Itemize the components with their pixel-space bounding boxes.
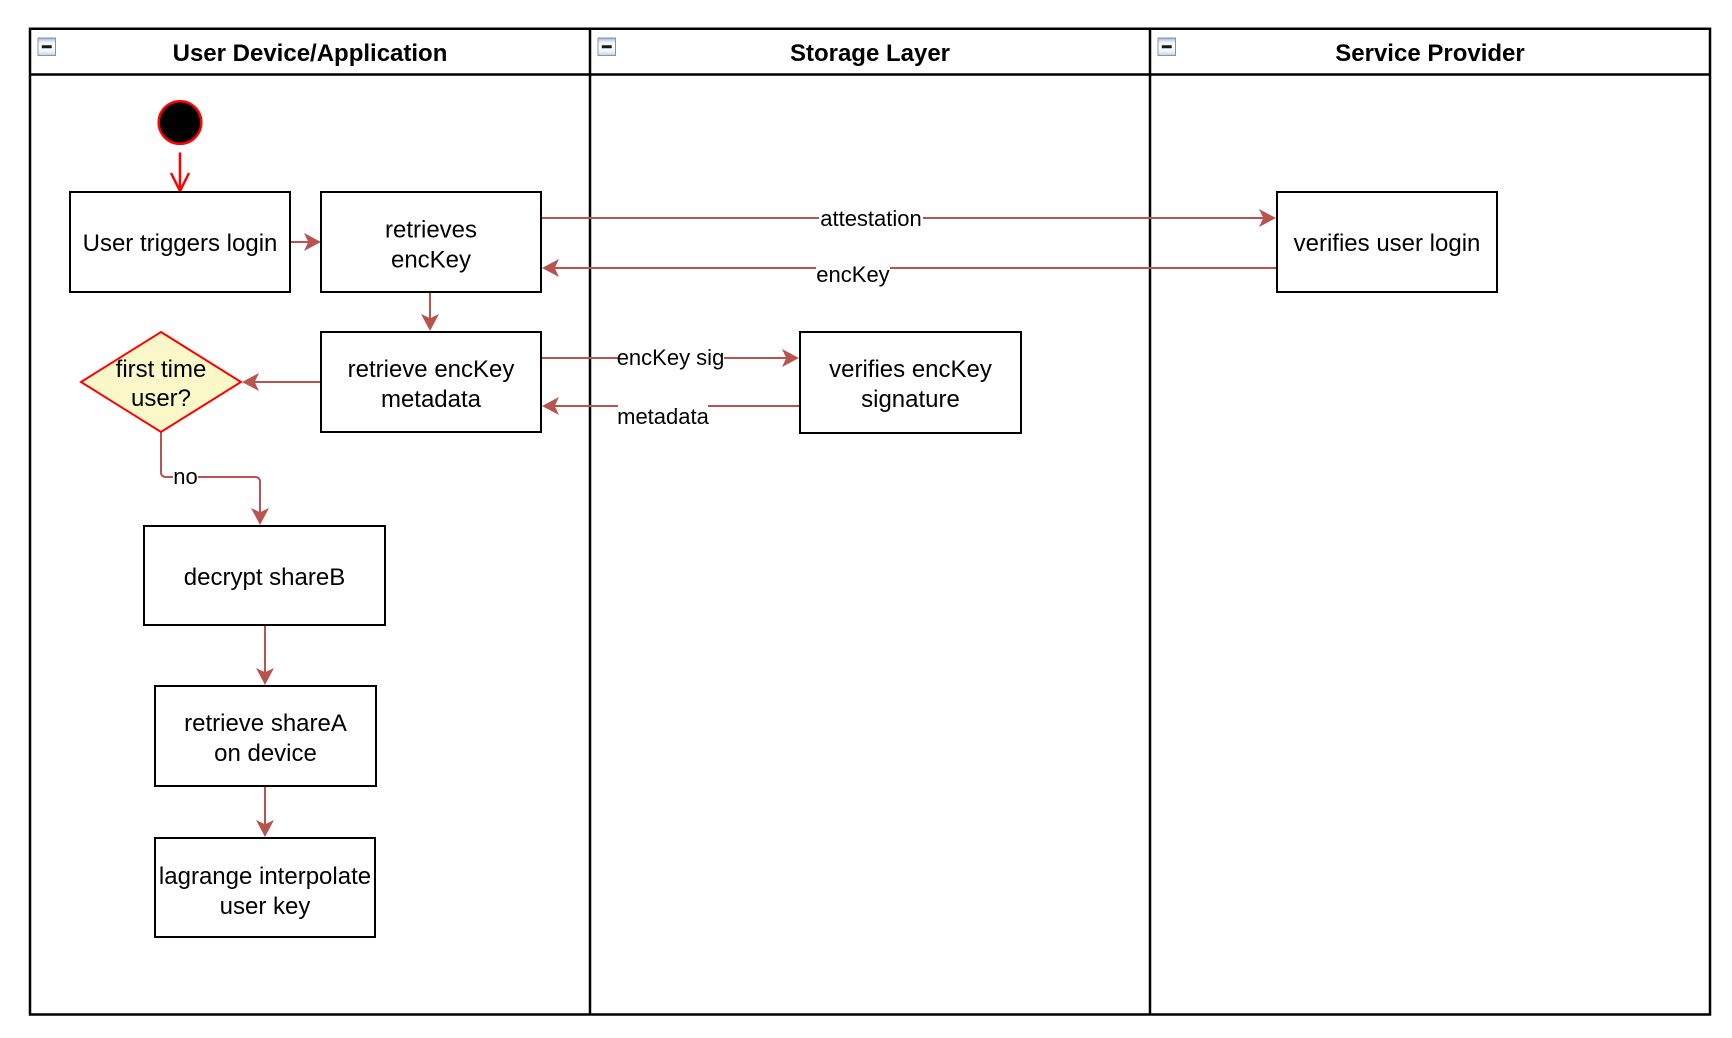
svg-text:verifies encKey: verifies encKey xyxy=(829,356,992,383)
svg-text:attestation: attestation xyxy=(820,206,922,231)
svg-text:on device: on device xyxy=(214,740,317,767)
svg-text:signature: signature xyxy=(861,386,960,413)
svg-text:metadata: metadata xyxy=(381,386,482,413)
svg-text:retrieve shareA: retrieve shareA xyxy=(184,710,347,737)
svg-text:retrieve encKey: retrieve encKey xyxy=(348,356,515,383)
svg-text:encKey: encKey xyxy=(816,262,889,287)
svg-text:first time: first time xyxy=(116,356,207,383)
svg-text:User Device/Application: User Device/Application xyxy=(173,40,448,67)
svg-text:user?: user? xyxy=(131,385,191,412)
svg-text:encKey: encKey xyxy=(391,247,471,274)
svg-text:encKey sig: encKey sig xyxy=(617,345,725,370)
svg-text:retrieves: retrieves xyxy=(385,217,477,244)
svg-text:decrypt shareB: decrypt shareB xyxy=(184,564,345,591)
svg-text:Storage Layer: Storage Layer xyxy=(790,40,950,67)
svg-text:verifies user login: verifies user login xyxy=(1294,230,1481,257)
svg-text:User triggers login: User triggers login xyxy=(83,230,278,257)
svg-text:user key: user key xyxy=(220,893,311,920)
svg-text:lagrange interpolate: lagrange interpolate xyxy=(159,863,371,890)
svg-text:metadata: metadata xyxy=(617,404,709,429)
svg-text:no: no xyxy=(173,464,197,489)
svg-text:Service Provider: Service Provider xyxy=(1335,40,1524,67)
